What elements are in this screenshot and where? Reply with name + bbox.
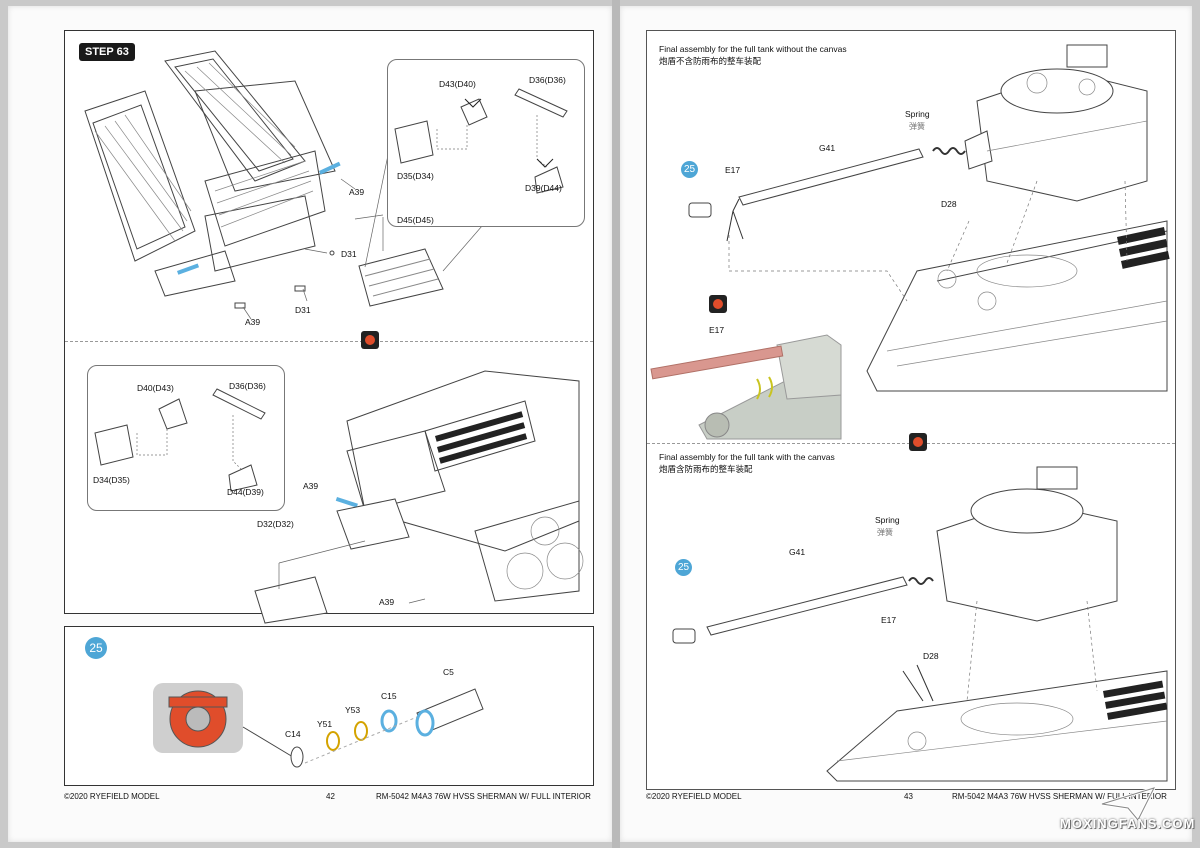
badge-25-top: 25 (681, 161, 698, 178)
callout-parts-mid (94, 388, 266, 492)
label-a39-top: A39 (349, 187, 365, 197)
right-page: Final assembly for the full tank without… (620, 6, 1196, 842)
label-spring-top: Spring (905, 109, 930, 119)
photo-tank-render (650, 334, 842, 440)
label-y53: Y53 (345, 705, 361, 715)
footer-product-right: RM-5042 M4A3 76W HVSS SHERMAN W/ FULL IN… (952, 792, 1167, 801)
orange-disc-icon (168, 690, 228, 748)
label-d39: D39(D44) (525, 183, 562, 193)
step-badge-25: 25 (85, 637, 107, 659)
book-gutter (612, 0, 620, 848)
label-spring-cn-top: 弹簧 (909, 122, 925, 131)
flip-icon (361, 331, 379, 349)
label-spring-bottom: Spring (875, 515, 900, 525)
watermark-text: MOXINGFANS.COM (1060, 816, 1196, 831)
section2-title-en: Final assembly for the full tank with th… (659, 452, 835, 462)
label-spring-cn-bottom: 弹簧 (877, 528, 893, 537)
section1-title-en: Final assembly for the full tank without… (659, 44, 847, 54)
label-a39-low: A39 (379, 597, 395, 607)
footer-copyright-right: ©2020 RYEFIELD MODEL (646, 792, 742, 801)
badge-25-bottom: 25 (675, 559, 692, 576)
label-d34: D34(D35) (93, 475, 130, 485)
label-d36-mid: D36(D36) (229, 381, 266, 391)
label-d36: D36(D36) (529, 75, 566, 85)
label-d31-b: D31 (295, 305, 311, 315)
label-e17-photo: E17 (709, 325, 725, 335)
step-label: STEP 63 (79, 43, 135, 61)
label-e17-bottom: E17 (881, 615, 897, 625)
left-page: STEP 63 (8, 6, 612, 842)
watermark-logo-icon (1101, 785, 1157, 823)
label-d28-bottom: D28 (923, 651, 939, 661)
tank-rear-drawing-bottom (254, 370, 584, 624)
label-g41-bottom: G41 (789, 547, 806, 557)
a39-highlight-lower (177, 263, 200, 275)
label-c14: C14 (285, 729, 301, 739)
step63-frame: STEP 63 (64, 30, 594, 624)
a39-highlight (319, 161, 341, 175)
section1-title-cn: 炮盾不含防雨布的整车装配 (659, 56, 762, 66)
label-a39-bottom: A39 (245, 317, 261, 327)
label-d31-a: D31 (341, 249, 357, 259)
reference-photo (647, 315, 842, 440)
callout-parts-top (394, 88, 568, 194)
step25-frame: 25 C5 C15 Y53 Y51 C14 (64, 626, 594, 786)
footer-copyright: ©2020 RYEFIELD MODEL (64, 792, 160, 801)
label-d40: D40(D43) (137, 383, 174, 393)
flip-icon-photo (709, 295, 727, 313)
label-d32: D32(D32) (257, 519, 294, 529)
flip-icon-right (909, 433, 927, 451)
label-d44: D44(D39) (227, 487, 264, 497)
label-e17-top: E17 (725, 165, 741, 175)
turret-drawing-top (688, 44, 1170, 392)
final-assembly-frame: Final assembly for the full tank without… (646, 30, 1176, 790)
label-a39-mid: A39 (303, 481, 319, 491)
label-d28-top: D28 (941, 199, 957, 209)
label-y51: Y51 (317, 719, 333, 729)
label-c5: C5 (443, 667, 454, 677)
footer-page-number: 42 (326, 792, 335, 801)
label-d43: D43(D40) (439, 79, 476, 89)
footer-page-number-right: 43 (904, 792, 913, 801)
label-g41-top: G41 (819, 143, 836, 153)
section-divider (65, 341, 593, 342)
turret-drawing-bottom (672, 466, 1168, 782)
label-d35: D35(D34) (397, 171, 434, 181)
label-d45: D45(D45) (397, 215, 434, 225)
label-c15: C15 (381, 691, 397, 701)
footer-product: RM-5042 M4A3 76W HVSS SHERMAN W/ FULL IN… (376, 792, 591, 801)
barrel-parts-drawing (242, 688, 484, 768)
section2-title-cn: 炮盾含防雨布的整车装配 (659, 464, 753, 474)
